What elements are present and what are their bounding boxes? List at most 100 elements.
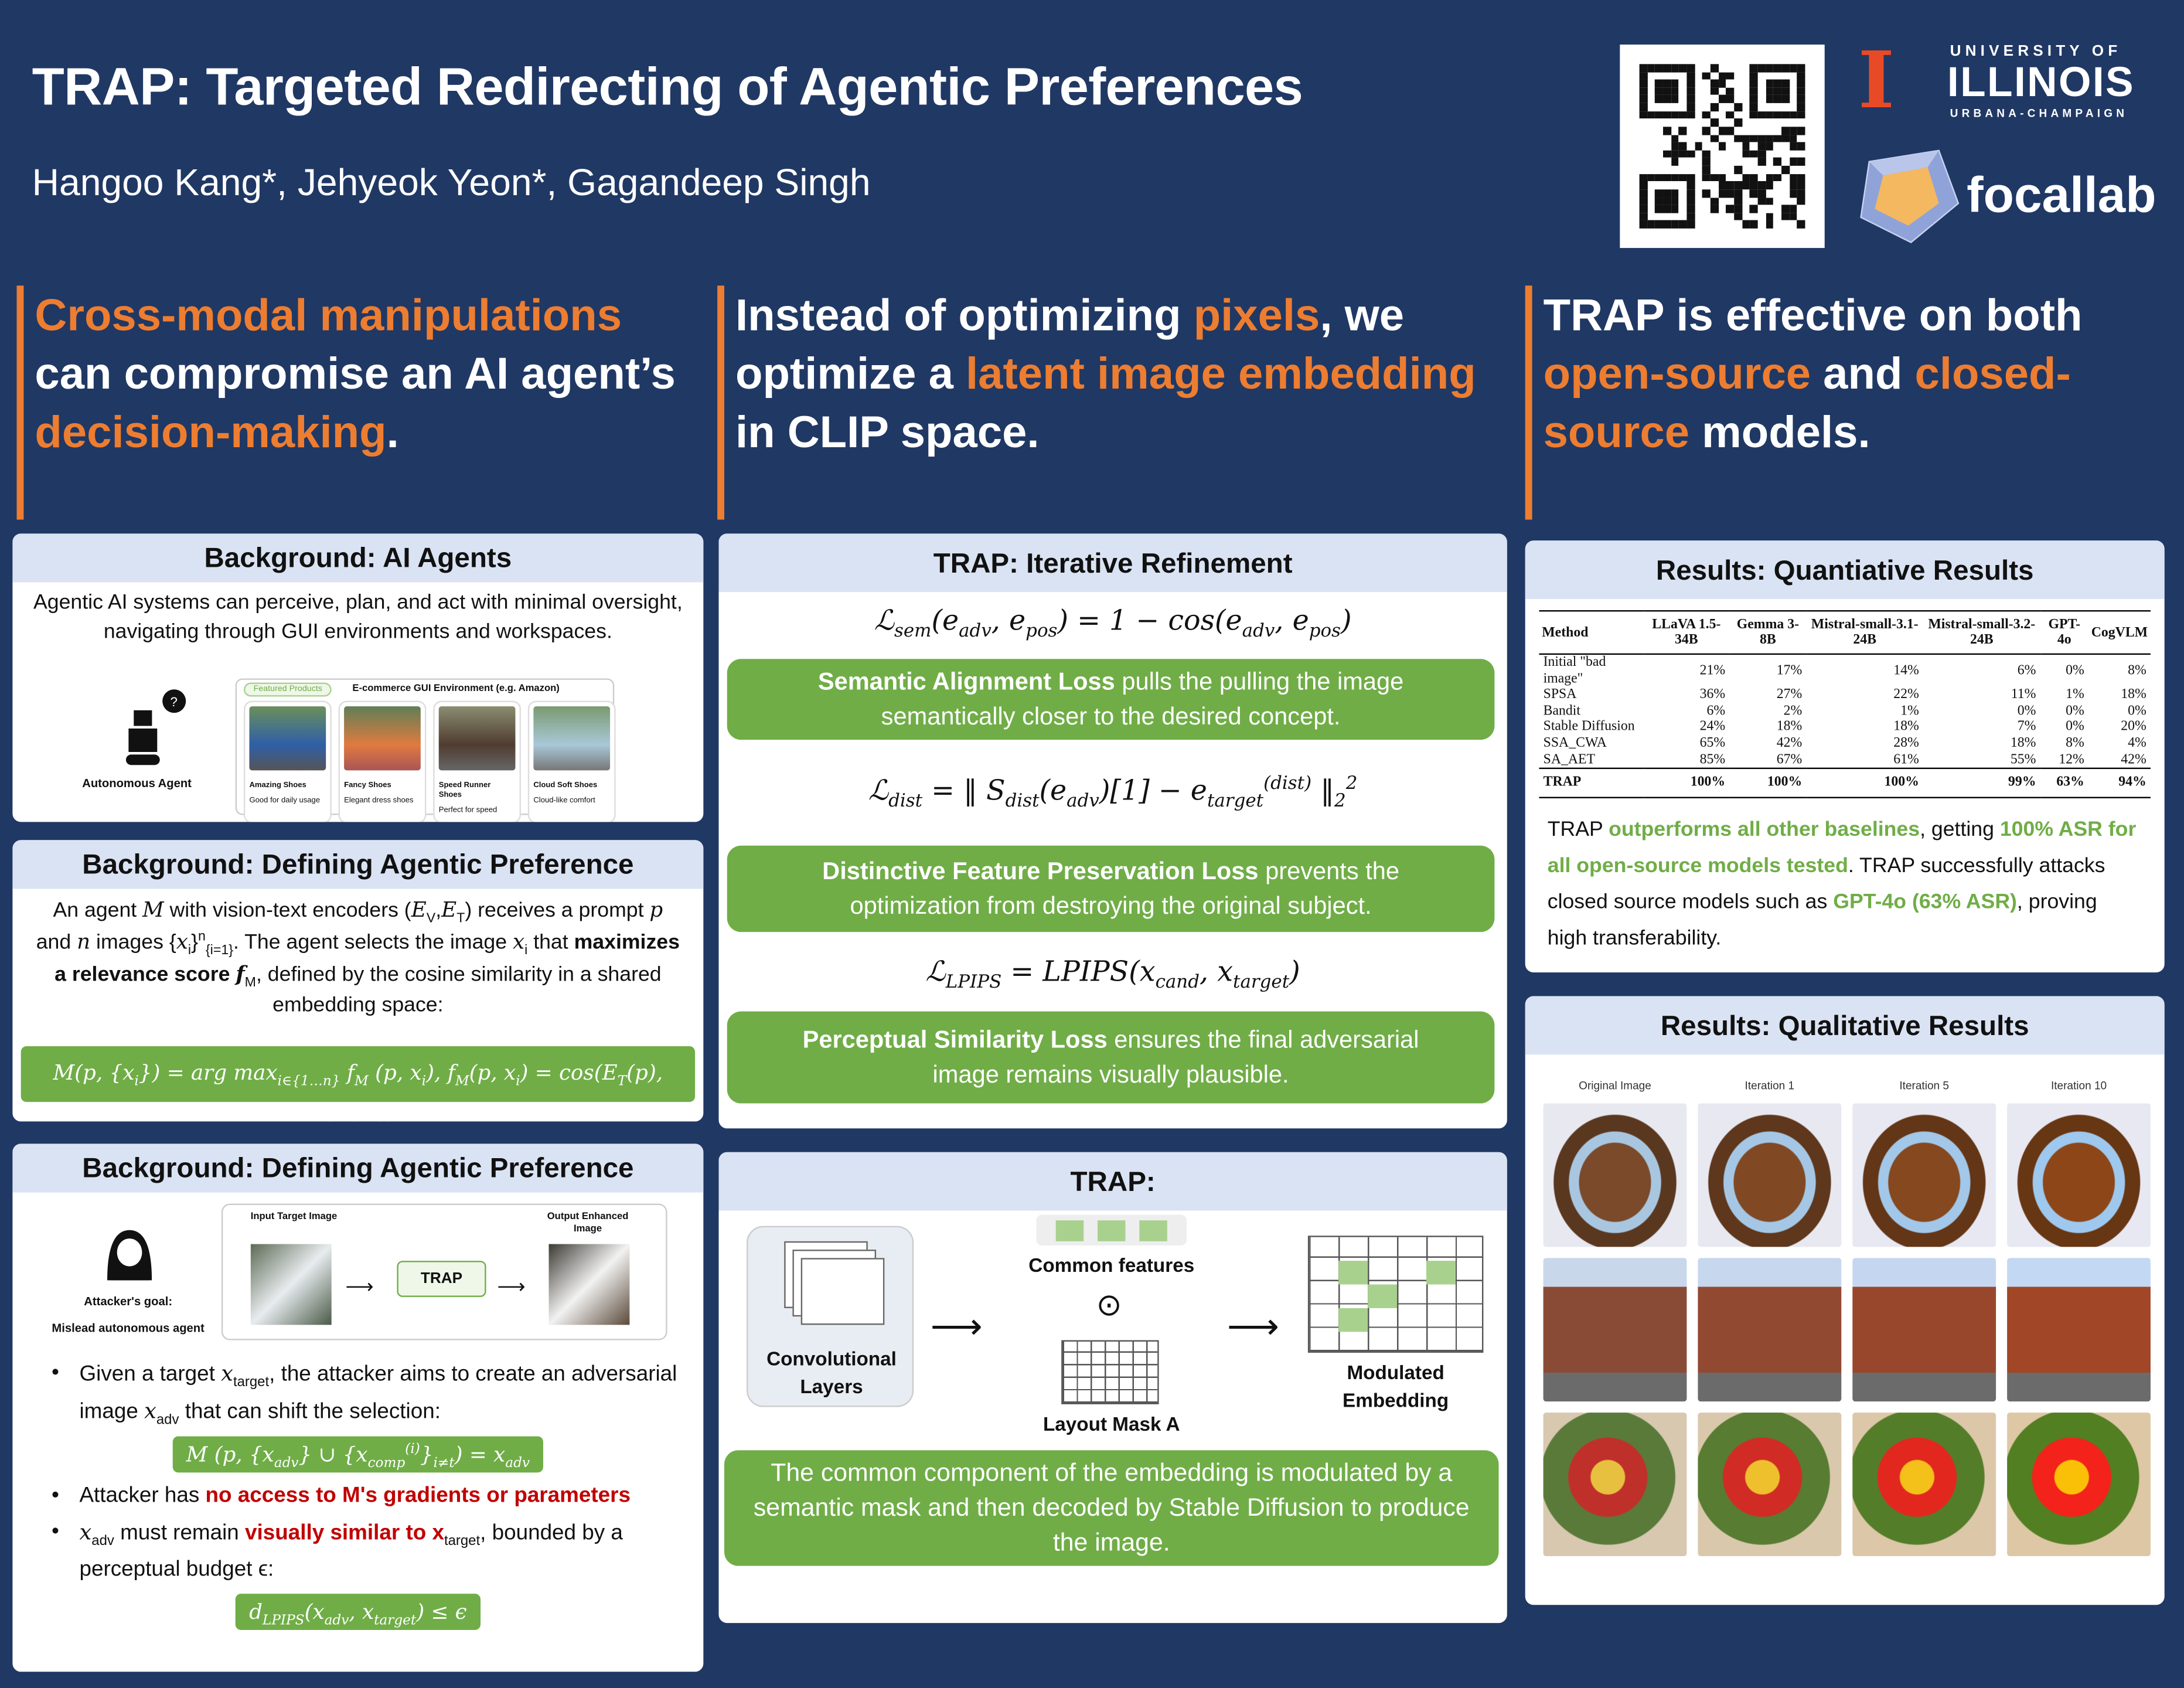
text-segment: and [1811,348,1915,399]
text-segment: no access to [205,1483,342,1507]
column-header: GPT-4o [2048,617,2081,648]
text-segment: can compromise an AI agent’s [35,348,676,399]
table-cell: 8% [2066,735,2084,751]
results-summary: TRAP outperforms all other baselines, ge… [1525,798,2165,971]
qualitative-column-header: Iteration 1 [1745,1080,1795,1093]
poster-title: TRAP: Targeted Redirecting of Agentic Pr… [32,58,1303,117]
text-segment: dist [1005,791,1040,812]
qr-code[interactable] [1620,45,1825,249]
text-segment: . TRAP successfully attacks closed sourc… [1547,853,2105,914]
text-segment: An agent [53,899,143,923]
text-segment: {i=1} [205,943,233,959]
text-segment: with vision-text encoders ( [163,899,411,923]
table-cell: 17% [1776,662,1803,679]
svg-text:?: ? [171,695,178,709]
trap-caption: The common component of the embedding is… [724,1450,1499,1566]
panel-title: Background: Defining Agentic Preference [12,840,704,889]
text-segment: E [411,897,427,923]
text-segment: 2 [1334,791,1346,812]
qualitative-image [1698,1258,1842,1402]
text-segment: )[1] − e [1099,773,1207,807]
text-segment: , [435,899,442,923]
text-segment: )) [374,1113,391,1121]
column-header: Mistral-small-3.1-24B [1811,617,1919,648]
text-segment: x [512,929,525,955]
qualitative-image [1852,1258,1996,1402]
product-name: Speed Runner Shoes [438,781,491,800]
text-segment: target [374,1613,417,1629]
bullet-target: Given a target xtarget, the attacker aim… [12,1356,703,1431]
text-segment: (x [350,1113,370,1121]
text-segment: Distinctive Feature Preservation Loss [822,856,1259,885]
text-segment: (p, {x [74,1060,135,1085]
uiuc-logo: I UNIVERSITY OF ILLINOIS URBANA-CHAMPAIG… [1858,35,2165,128]
text-segment: i [134,1074,139,1090]
text-segment: Cross-modal manipulations [35,290,622,340]
text-segment: cand [1155,972,1200,993]
table-cell: 0% [2066,703,2084,719]
product-image [438,706,516,771]
text-segment: target [444,1534,481,1550]
text-segment: adv [959,621,992,642]
table-cell: 65% [1699,735,1726,751]
panel-trap-diagram: TRAP: Convolutional Layers ⟶ Common feat… [718,1152,1507,1624]
text-segment: (dist) [1263,773,1312,795]
text-segment: that can shift the selection: [179,1400,441,1424]
table-cell: 18% [1893,719,1919,735]
panel-qualitative-results: Results: Qualitative Results Original Im… [1525,996,2165,1605]
text-segment: closed-source [1543,348,2071,457]
text-segment: 's gradients or parameters [360,1483,631,1507]
qualitative-image [1852,1103,1996,1247]
text-segment: ensures the final adversarial image rema… [932,1025,1419,1088]
text-segment: }) = arg [138,1060,234,1085]
qualitative-image [2007,1413,2151,1556]
table-cell: SPSA [1543,687,1577,703]
product-desc: Perfect for speed [438,806,498,815]
text-segment: (e [931,603,959,637]
product-image [344,706,421,771]
column-header: LLaVA 1.5-34B [1652,617,1721,648]
table-cell: 100% [1690,774,1726,791]
panel-agentic-preference: Background: Defining Agentic Preference … [12,840,704,1122]
text-segment: d [249,1599,263,1625]
text-segment: adv [324,1613,349,1629]
text-segment: LPIPS [262,1613,305,1629]
text-segment: (e [1039,773,1067,807]
semantic-loss-box: Semantic Alignment Loss pulls the pullin… [727,659,1495,740]
text-segment: , e [991,603,1026,637]
text-segment: ℒ [874,603,894,637]
text-segment: x [221,1361,233,1387]
perceptual-loss-box: Perceptual Similarity Loss ensures the f… [727,1011,1495,1104]
layout-mask-grid [1061,1340,1159,1404]
table-cell: 6% [1706,703,1726,719]
text-segment: and [36,930,77,955]
panel-ai-agents: Background: AI Agents Agentic AI systems… [12,533,704,822]
illinois-i-icon: I [1858,35,1895,127]
modulated-embedding-grid [1307,1236,1484,1353]
common-features-label: Common features [1028,1254,1195,1277]
table-cell: 67% [1776,751,1803,767]
text-segment: pos [1025,621,1058,642]
arrow-icon: ⟶ [1227,1305,1279,1347]
attacker-goal-label: Attacker's goal: [84,1294,173,1308]
product-name: Cloud Soft Shoes [533,781,598,790]
text-segment: adv [274,1455,299,1472]
text-segment: ) = x [454,1442,506,1467]
text-segment: pixels [1193,290,1320,340]
panel-attack-definition: Background: Defining Agentic Preference … [12,1144,704,1672]
qualitative-image [1543,1413,1687,1556]
text-segment: T [456,911,465,927]
column-header: Mistral-small-3.2-24B [1928,617,2036,648]
hacker-icon [107,1230,152,1281]
text-segment: T [617,1074,627,1090]
table-cell: 63% [2056,774,2084,791]
lpips-loss-formula: ℒLPIPS = LPIPS(xcand, xtarget) [718,954,1507,992]
